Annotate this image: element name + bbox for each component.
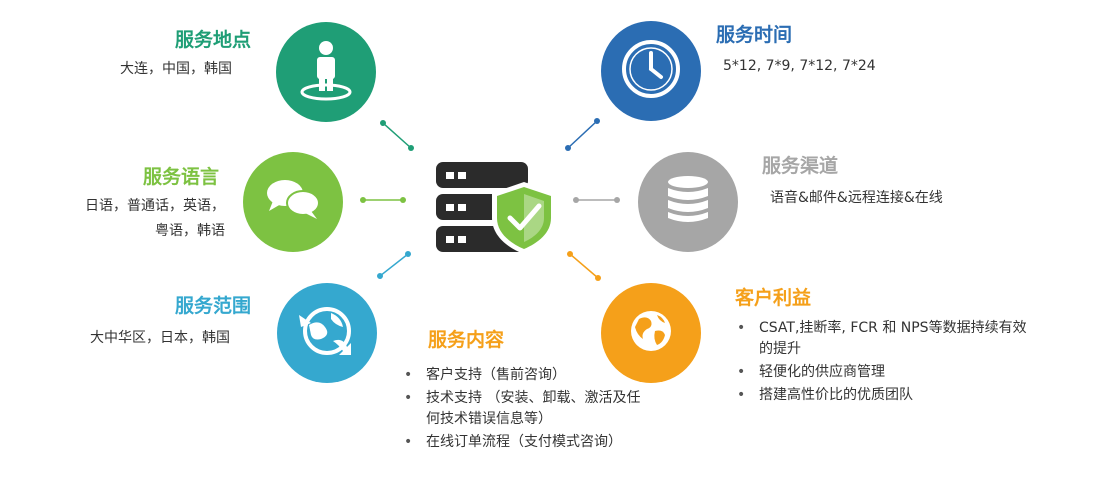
time-desc: 5*12, 7*9, 7*12, 7*24	[723, 58, 876, 74]
location-desc: 大连，中国，韩国	[120, 61, 232, 77]
language-desc-line1: 日语，普通话，英语，	[85, 198, 225, 214]
chat-bubbles-icon	[265, 177, 321, 227]
benefit-item: CSAT,挂断率, FCR 和 NPS等数据持续有效的提升	[733, 318, 1033, 360]
benefit-item: 搭建高性价比的优质团队	[733, 385, 1033, 406]
benefit-item: 轻便化的供应商管理	[733, 362, 1033, 383]
scope-title: 服务范围	[175, 295, 252, 317]
database-icon	[663, 174, 713, 230]
connector-location	[380, 120, 414, 151]
language-title: 服务语言	[143, 166, 220, 188]
content-title: 服务内容	[428, 329, 505, 351]
scope-desc: 大中华区，日本，韩国	[90, 330, 230, 346]
content-list: 客户支持（售前咨询） 技术支持 （安装、卸载、激活及任何技术错误信息等） 在线订…	[400, 365, 645, 455]
content-item: 客户支持（售前咨询）	[400, 365, 645, 386]
time-circle	[601, 21, 701, 121]
channel-title: 服务渠道	[762, 155, 839, 177]
content-item: 技术支持 （安装、卸载、激活及任何技术错误信息等）	[400, 388, 645, 430]
language-desc: 日语，普通话，英语， 粤语，韩语	[40, 194, 225, 244]
connector-benefit	[567, 251, 601, 281]
connector-scope	[377, 251, 411, 279]
connector-time	[565, 118, 600, 151]
benefit-list: CSAT,挂断率, FCR 和 NPS等数据持续有效的提升 轻便化的供应商管理 …	[733, 318, 1033, 408]
connector-language	[360, 197, 406, 203]
location-circle	[276, 22, 376, 122]
globe-arrows-icon	[297, 301, 357, 365]
scope-circle	[277, 283, 377, 383]
server-shield-icon	[434, 160, 560, 256]
channel-circle	[638, 152, 738, 252]
location-title: 服务地点	[175, 29, 252, 51]
connector-channel	[573, 197, 620, 203]
content-item: 在线订单流程（支付模式咨询）	[400, 432, 645, 453]
earth-icon	[623, 303, 679, 363]
person-pin-icon	[298, 39, 354, 105]
language-circle	[243, 152, 343, 252]
benefit-title: 客户利益	[735, 287, 812, 309]
clock-icon	[620, 38, 682, 104]
channel-desc: 语音&邮件&远程连接&在线	[770, 190, 943, 206]
language-desc-line2: 粤语，韩语	[155, 223, 225, 239]
time-title: 服务时间	[716, 24, 793, 46]
